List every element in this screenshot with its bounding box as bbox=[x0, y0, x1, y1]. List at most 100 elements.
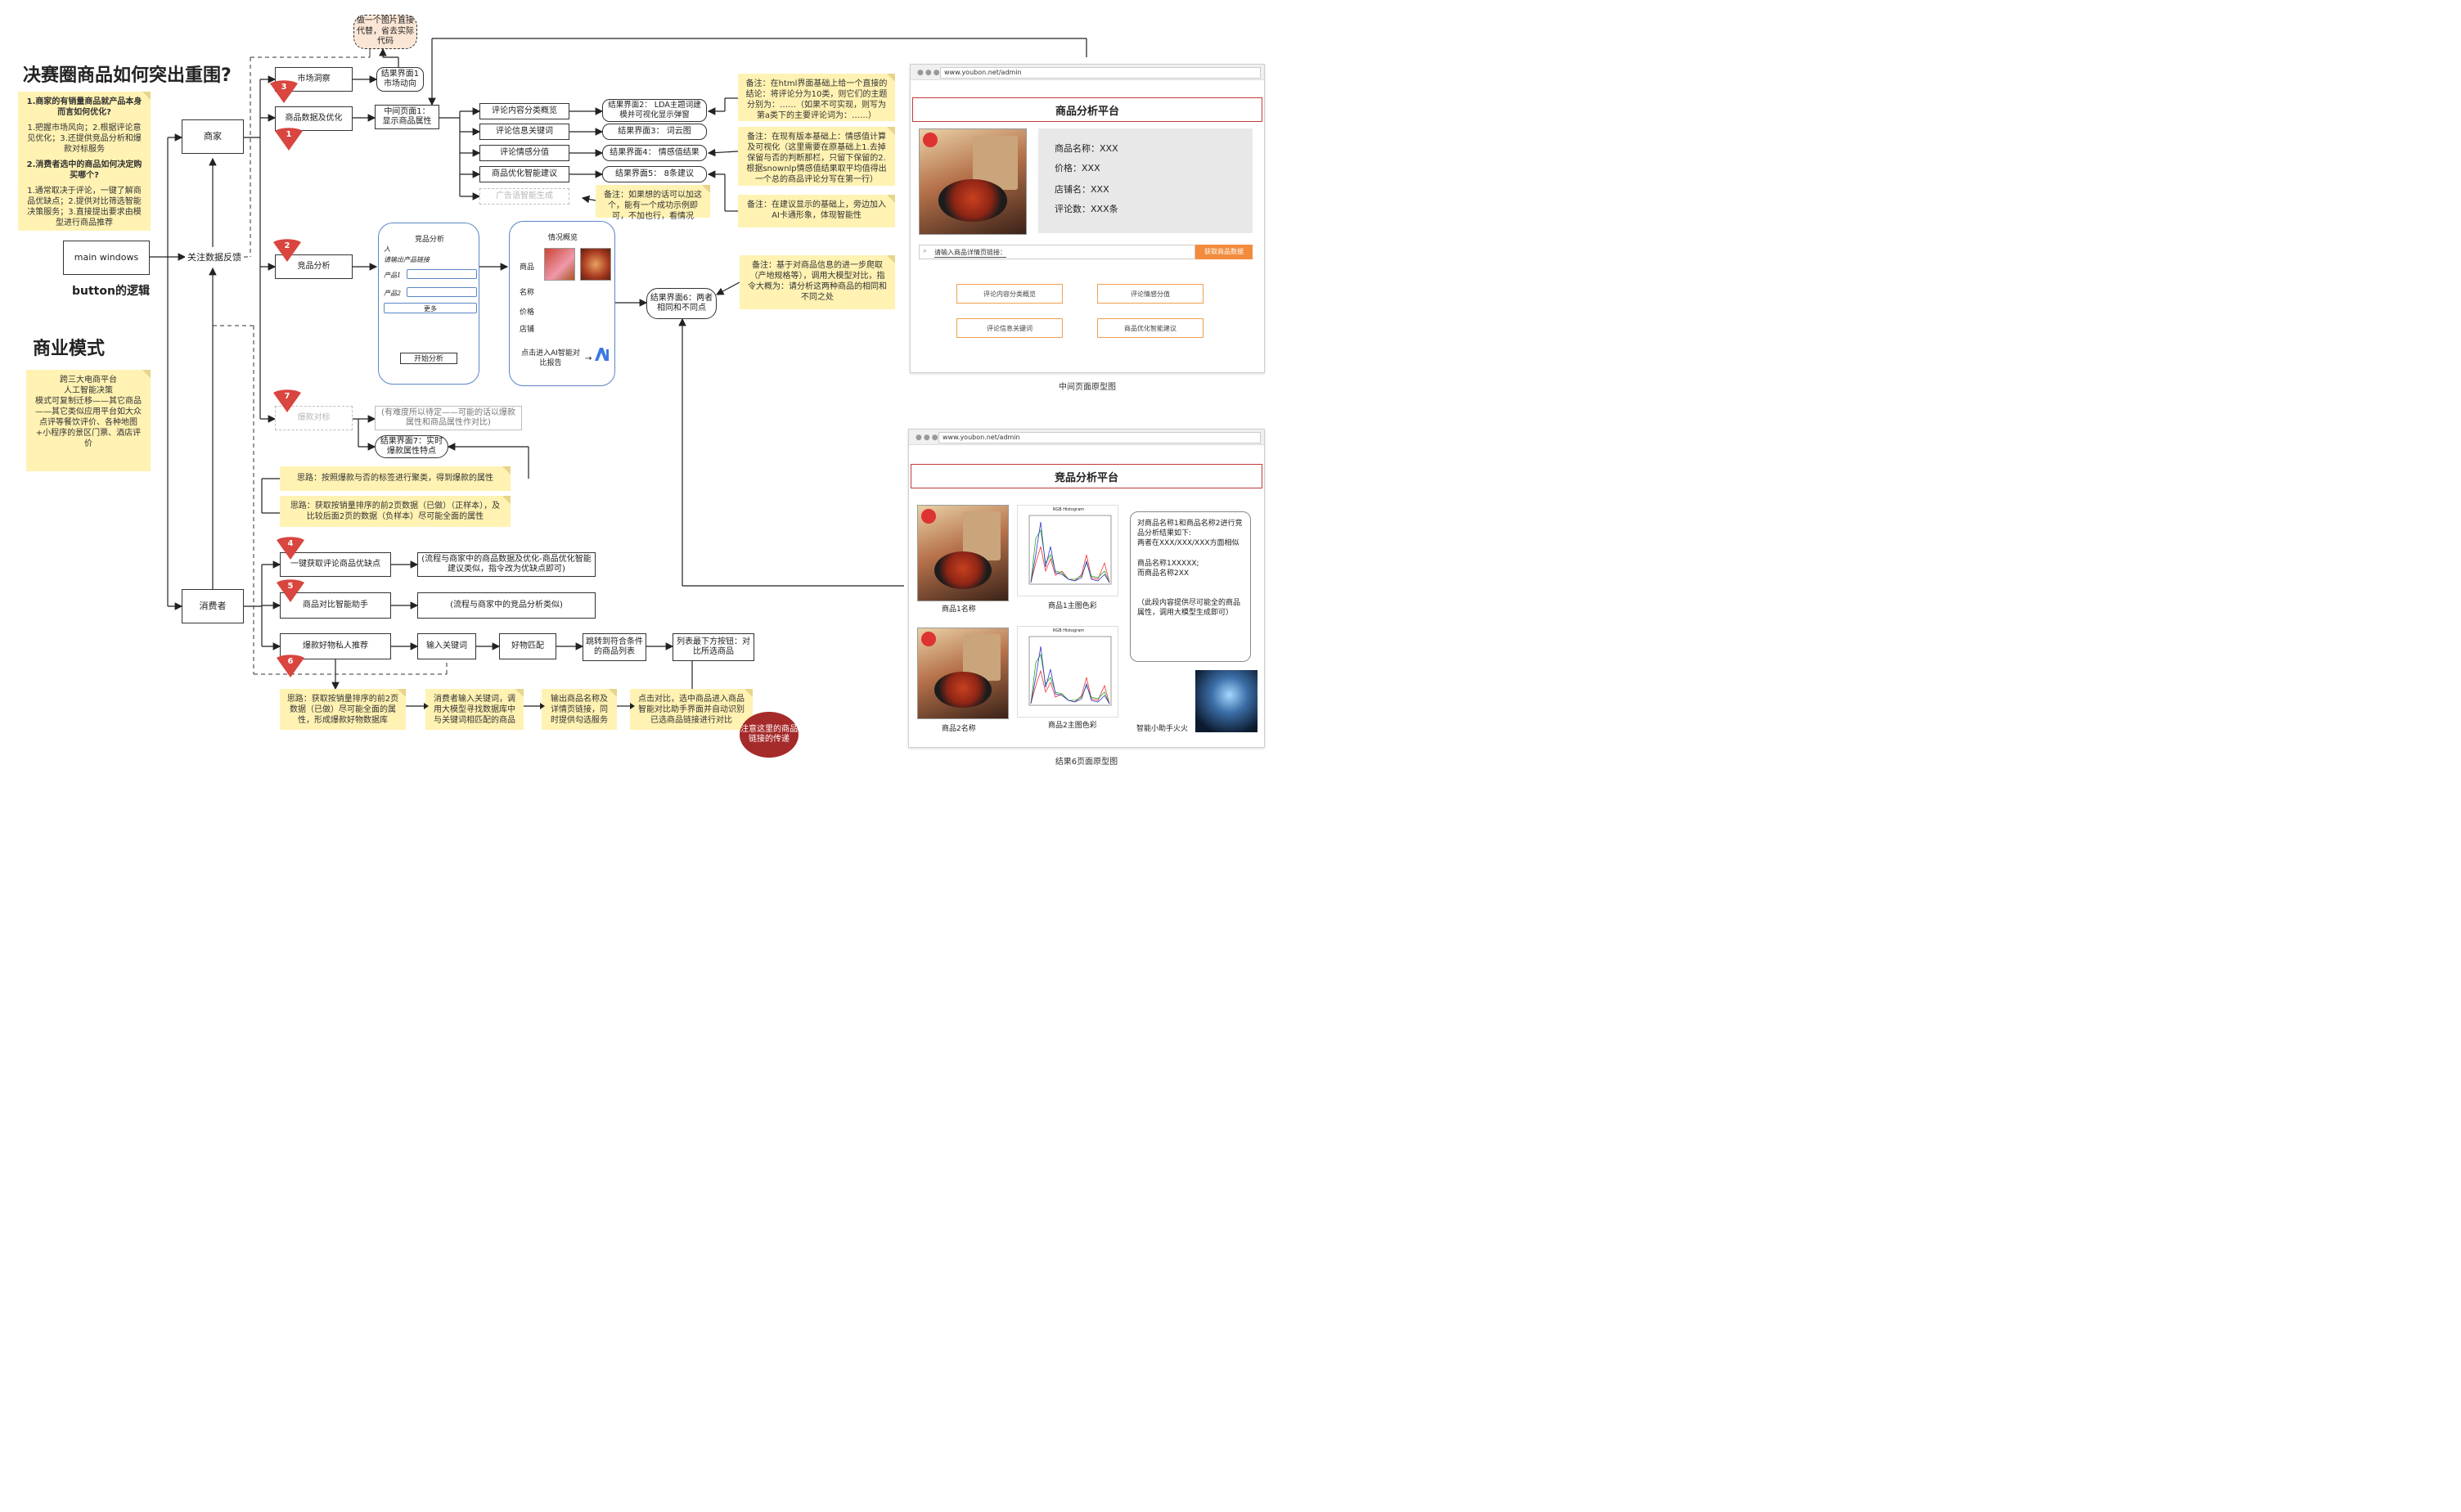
phone2-row-price: 价格 bbox=[520, 308, 535, 317]
product1-histogram: RGB Histogram bbox=[1017, 505, 1118, 596]
bottom-arrows bbox=[406, 703, 635, 709]
hist2-caption: 商品2主图色彩 bbox=[1048, 722, 1097, 730]
result6-node: 结果界面6：两者相同和不同点 bbox=[646, 288, 717, 319]
review-keywords-button[interactable]: 评论信息关键词 bbox=[956, 318, 1063, 338]
merchant-consumer-note: 1.商家的有销量商品就产品本身而言如何优化? 1.把握市场风向；2.根据评论意见… bbox=[18, 92, 151, 231]
review-sentiment-node: 评论情感分值 bbox=[479, 145, 569, 161]
product-info-panel: 商品名称：XXX 价格：XXX 店铺名：XXX 评论数：XXX条 bbox=[1038, 128, 1253, 233]
prototype1-caption: 中间页面原型图 bbox=[1059, 383, 1116, 392]
ad-generate-node: 广告语智能生成 bbox=[479, 188, 569, 205]
url-bar-2[interactable]: www.youbon.net/admin bbox=[938, 432, 1261, 443]
idea-sample-note: 思路：获取按销量排序的前2页数据（已做）（正样本），及比较后面2页的数据（负样本… bbox=[280, 496, 511, 527]
business-model-heading: 商业模式 bbox=[33, 339, 106, 359]
note-q1: 1.商家的有销量商品就产品本身而言如何优化? bbox=[26, 97, 142, 117]
prototype2-caption: 结果6页面原型图 bbox=[1055, 758, 1118, 767]
link-pass-warning: 注意这里的商品链接的传递 bbox=[740, 712, 799, 758]
marker-6: 6 bbox=[277, 655, 304, 679]
review-classify-button[interactable]: 评论内容分类概览 bbox=[956, 284, 1063, 304]
note-ad: 备注：如果想的话可以加这个，能有一个成功示例即可，不加也行，看情况 bbox=[596, 185, 710, 221]
phone2-title: 情况概览 bbox=[547, 234, 578, 242]
main-question-heading: 决赛圈商品如何突出重围? bbox=[23, 65, 232, 86]
platform-title-2: 竞品分析平台 bbox=[911, 464, 1262, 488]
phone2-row-shop: 店铺 bbox=[520, 326, 535, 334]
product-optimize-node: 商品数据及优化 bbox=[275, 106, 353, 131]
search-placeholder: 请输入商品详情页链接： bbox=[934, 249, 1006, 258]
cloud-note: 做一个图片直接代替，省去实际代码 bbox=[353, 15, 417, 49]
window-dots-icon: ●●● bbox=[917, 69, 942, 77]
link-search-input[interactable]: ⌕ 请输入商品详情页链接： bbox=[919, 245, 1195, 259]
idea-llm-match-note: 消费者输入关键词，调用大模型寻找数据库中与关键词相匹配的商品 bbox=[425, 689, 524, 730]
product-price: 价格：XXX bbox=[1055, 163, 1100, 173]
product1-input[interactable] bbox=[407, 269, 477, 279]
middle-page1-node: 中间页面1： 显示商品属性 bbox=[375, 105, 439, 129]
result4-node: 结果界面4： 情感值结果 bbox=[602, 145, 707, 161]
product-thumb-1 bbox=[544, 248, 575, 281]
product1-name: 商品1名称 bbox=[942, 605, 976, 614]
ai-report-link[interactable]: 点击进入AI智能对比报告 bbox=[521, 349, 580, 367]
idea-cluster-note: 思路：按照爆款与否的标签进行聚类，得到爆款的属性 bbox=[280, 466, 511, 491]
connector-layer bbox=[150, 38, 1087, 691]
optimize-suggest-button[interactable]: 商品优化智能建议 bbox=[1097, 318, 1204, 338]
result3-node: 结果界面3： 词云图 bbox=[602, 124, 707, 140]
compare-assistant-node: 商品对比智能助手 bbox=[280, 592, 391, 619]
middle-page-prototype: ●●● www.youbon.net/admin 商品分析平台 商品名称：XXX… bbox=[910, 64, 1265, 373]
product2-histogram: RGB Histogram bbox=[1017, 626, 1118, 718]
note-a2: 1.通常取决于评论，一键了解商品优缺点；2.提供对比筛选智能决策服务；3.直接提… bbox=[27, 187, 142, 227]
note-q2: 2.消费者选中的商品如何决定购买哪个? bbox=[26, 160, 142, 180]
list-bottom-node: 列表最下方按钮：对比所选商品 bbox=[673, 633, 754, 661]
hot-recommend-node: 爆款好物私人推荐 bbox=[280, 633, 391, 659]
idea-output-note: 输出商品名称及详情页链接，同时提供勾选服务 bbox=[542, 689, 617, 730]
hot-note: (有难度所以待定——可能的话以爆款属性和商品属性作对比) bbox=[375, 406, 522, 430]
jump-list-node: 跳转到符合条件的商品列表 bbox=[583, 633, 646, 661]
product-thumb-2 bbox=[580, 248, 611, 281]
idea-compare-note: 点击对比，选中商品进入商品智能对比助手界面并自动识别已选商品链接进行对比 bbox=[630, 689, 753, 730]
phone1-hint: 入 请输出产品链接 bbox=[384, 245, 430, 263]
product2-input[interactable] bbox=[407, 287, 477, 297]
phone1-title: 竞品分析 bbox=[414, 236, 444, 244]
product2-name: 商品2名称 bbox=[942, 725, 976, 733]
input-keyword-node: 输入关键词 bbox=[417, 633, 476, 659]
goods-match-node: 好物匹配 bbox=[499, 633, 556, 659]
hist2-title: RGB Histogram bbox=[1052, 628, 1085, 633]
hist1-caption: 商品1主图色彩 bbox=[1048, 602, 1097, 610]
product-shop: 店铺名：XXX bbox=[1055, 184, 1109, 195]
fetch-data-button[interactable]: 获取商品数据 bbox=[1195, 245, 1253, 259]
phone1-label2: 产品2 bbox=[384, 290, 402, 297]
marker-5: 5 bbox=[277, 579, 304, 604]
note-lda: 备注：在html界面基础上给一个直接的结论：将评论分为10类，则它们的主题分别为… bbox=[738, 74, 895, 121]
marker-1: 1 bbox=[275, 128, 303, 152]
result1-node: 结果界面1 市场动向 bbox=[376, 67, 424, 92]
browser-bar-2: ●●● www.youbon.net/admin bbox=[909, 430, 1264, 445]
hist2-plot bbox=[1028, 636, 1112, 706]
start-analysis-button[interactable]: 开始分析 bbox=[400, 353, 457, 364]
review-sentiment-button[interactable]: 评论情感分值 bbox=[1097, 284, 1204, 304]
idea-database-note: 思路：获取按销量排序的前2页数据（已做）尽可能全面的属性，形成爆款好物数据库 bbox=[280, 689, 406, 730]
assistant-robot-image bbox=[1195, 670, 1257, 732]
note-ai-cartoon: 备注：在建议显示的基础上，旁边加入AI卡通形象，体现智能性 bbox=[738, 195, 895, 227]
phone2-row-product: 商品 bbox=[520, 263, 535, 272]
marker-7: 7 bbox=[273, 389, 301, 414]
more-button[interactable]: 更多 bbox=[384, 303, 477, 313]
marker-3: 3 bbox=[270, 80, 298, 105]
marker-2: 2 bbox=[273, 239, 301, 263]
one-click-pros-cons-node: 一键获取评论商品优缺点 bbox=[280, 552, 391, 577]
product-image bbox=[919, 128, 1027, 235]
url-bar[interactable]: www.youbon.net/admin bbox=[940, 67, 1261, 79]
arrow-right-icon: → bbox=[585, 354, 592, 363]
compare-result-bubble: 对商品名称1和商品名称2进行竞品分析结果如下: 两者在XXX/XXX/XXX方面… bbox=[1130, 511, 1251, 662]
platform-title: 商品分析平台 bbox=[912, 97, 1262, 122]
search-icon: ⌕ bbox=[923, 247, 928, 255]
review-keywords-node: 评论信息关键词 bbox=[479, 124, 569, 140]
competitor-phone-mockup: 竞品分析 入 请输出产品链接 产品1 产品2 更多 开始分析 bbox=[378, 223, 479, 385]
note-a1: 1.把握市场风向；2.根据评论意见优化；3.还提供竞品分析和爆款对标服务 bbox=[27, 124, 142, 154]
window-dots-icon-2: ●●● bbox=[916, 434, 940, 442]
button-logic-heading: button的逻辑 bbox=[72, 285, 150, 298]
result2-node: 结果界面2： LDA主题词建模并可视化显示弹窗 bbox=[602, 99, 707, 122]
review-classify-node: 评论内容分类概览 bbox=[479, 103, 569, 119]
overview-phone-mockup: 情况概览 商品 名称 价格 店铺 点击进入AI智能对比报告 → bbox=[509, 221, 615, 386]
hist1-plot bbox=[1028, 515, 1112, 585]
product2-image bbox=[917, 628, 1009, 719]
result5-node: 结果界面5： 8条建议 bbox=[602, 166, 707, 182]
result7-node: 结果界面7：实时爆款属性特点 bbox=[375, 435, 448, 458]
note-sentiment: 备注：在现有版本基础上：情感值计算及可视化（这里需要在原基础上1.去掉保留与否的… bbox=[738, 127, 895, 186]
